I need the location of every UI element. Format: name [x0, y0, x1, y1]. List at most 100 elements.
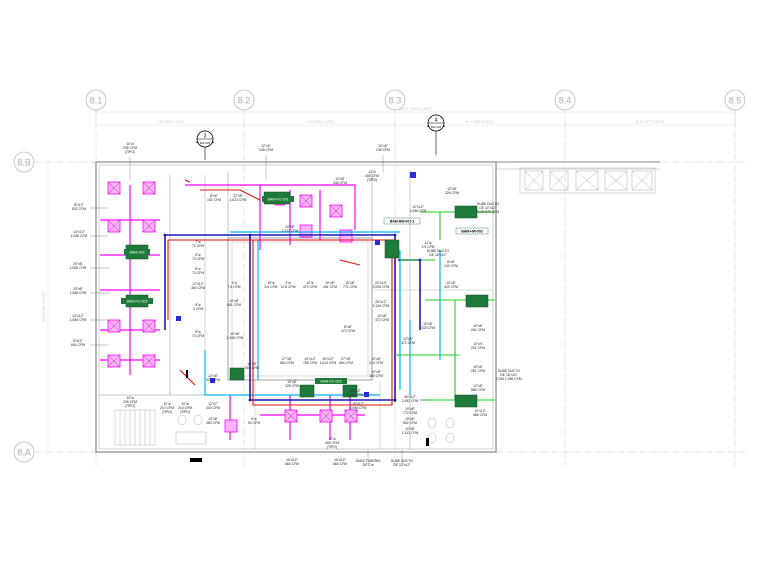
duct-label: 12"x8"586 CFM — [471, 384, 485, 392]
duct-label: 12"x8"245 CFM — [259, 144, 273, 152]
svg-text:8.2: 8.2 — [238, 96, 251, 106]
svg-text:8.A: 8.A — [17, 448, 31, 458]
svg-text:8.5: 8.5 — [729, 96, 742, 106]
svg-text:3: 3 — [204, 134, 207, 140]
diffuser-marks — [107, 181, 358, 423]
duct-label: 12"x12"586 CFM — [473, 409, 487, 417]
svg-text:M4-103: M4-103 — [200, 141, 211, 145]
duct-label: 12"x8"1,372 CFM — [282, 225, 299, 233]
duct-label: 27"x8"664 CFM — [339, 357, 353, 365]
duct-label: 15"x12"664 CFM — [285, 458, 299, 466]
grid-bubble-row-b: 8.B — [13, 151, 35, 173]
equipment-tag-fc-001[interactable]: BAM-FC-001 — [262, 196, 294, 202]
duct-label: 15"x12"664 CFM — [333, 458, 347, 466]
svg-text:8.3: 8.3 — [389, 96, 402, 106]
section-marker-4[interactable]: 4 M4-104 — [427, 114, 445, 132]
grid-bubble-col-3: 8.3 — [384, 89, 406, 111]
svg-text:BAM-FC-002: BAM-FC-002 — [127, 300, 148, 304]
duct-label: 22"x10"2,005 CFM — [373, 281, 390, 289]
duct-label: 12"x8"537 CFM — [206, 374, 220, 382]
equipment-tag-bam-003[interactable]: BAM-003 — [124, 249, 150, 255]
duct-label: 12"x8"336 CFM — [333, 177, 347, 185]
duct-label: 10"x8"333 CFM — [421, 322, 435, 330]
duct-label: 27"x8"664 CFM — [280, 357, 294, 365]
duct-label: 12"x8"472 CFM — [401, 337, 415, 345]
svg-text:BAM-HW-003: BAM-HW-003 — [461, 230, 482, 234]
duct-label: 10"x4"201 CFM — [471, 342, 485, 350]
duct-label: 15"x12"1,613 CFM — [320, 357, 337, 365]
duct-label: 10"x8"385 CFM — [369, 370, 383, 378]
grid-bubble-row-a: 8.A — [13, 441, 35, 463]
duct-label: 10"x8"472 CFM — [375, 314, 389, 322]
duct-label: 10"x12"1,103 CFM — [347, 389, 364, 397]
duct-label: 10"x6"1,306 CFM — [227, 332, 244, 340]
svg-text:8.B: 8.B — [17, 158, 31, 168]
duct-label: 8"x6"152 CFM — [207, 194, 221, 202]
duct-label: 10"x8"1,313 CFM — [402, 427, 419, 435]
overall-dimension: 32.07 [105'-2 5/8"] — [399, 106, 431, 111]
span-dimension-4: 8.43 [27'-8 3/4"] — [636, 119, 664, 124]
duct-label: 10"x8"480 CFM — [206, 417, 220, 425]
equipment-tag-fc-003[interactable]: BAM-FC-003 — [315, 378, 347, 384]
restroom-fixtures — [175, 414, 455, 445]
span-dimension-2: 7.65 [25'-1 1/8"] — [306, 119, 334, 124]
equipment-tag-fc-002[interactable]: BAM-FC-002 — [121, 298, 153, 304]
duct-label: 12"x7"430 CFM — [206, 402, 220, 410]
duct-label: 10"x8"771 CFM — [343, 281, 357, 289]
duct-label: 12"x8"502 CFM — [245, 362, 259, 370]
equipment-tag-hw-001[interactable]: BAM-HW-001-1 — [383, 217, 421, 225]
section-marker-3[interactable]: 3 M4-103 — [196, 130, 214, 148]
dimension-strings — [47, 109, 736, 452]
span-dimension-1: 7.65 [25'-1 1/8"] — [156, 119, 184, 124]
leader-lines — [90, 155, 403, 465]
duct-label: 8"x6"103 CFM — [444, 260, 458, 268]
thermostat-markers — [176, 172, 416, 397]
duct-label: 10"x6"261 CFM — [471, 324, 485, 332]
duct-label: 10"x6"213 CFM — [369, 357, 383, 365]
stair — [114, 409, 156, 446]
svg-text:8.1: 8.1 — [90, 96, 103, 106]
svg-text:BAM-003: BAM-003 — [130, 251, 145, 255]
supply-ductwork — [100, 184, 365, 440]
duct-label: 8"x8"472 CFM — [341, 325, 355, 333]
duct-label: 15"x12"1,066 CFM — [350, 402, 367, 410]
grid-bubble-col-2: 8.2 — [233, 89, 255, 111]
svg-text:4: 4 — [435, 118, 438, 124]
duct-label: 20"x8"1,066 CFM — [70, 287, 87, 295]
duct-label: 10"x8"502 CFM — [403, 417, 417, 425]
duct-label: 22"x8"1,622 CFM — [230, 194, 247, 202]
duct-label: 10"x6"281 CFM — [471, 365, 485, 373]
duct-label: 10"x12"1,066 CFM — [410, 205, 427, 213]
duct-label: 10"x6"261 CFM — [323, 281, 337, 289]
duct-label: 12"x8"326 CFM — [445, 187, 459, 195]
building-walls — [95, 161, 660, 453]
svg-text:M4-104: M4-104 — [431, 125, 442, 129]
duct-label: 14"x12"1,066 CFM — [71, 230, 88, 238]
grid-bubble-col-5: 8.5 — [724, 89, 746, 111]
duct-label: 10"x8"225 CFM — [285, 380, 299, 388]
duct-label: 20"x8"1,066 CFM — [70, 262, 87, 270]
detail-marks — [186, 370, 429, 462]
duct-label: 10"x8"403 CFM — [444, 281, 458, 289]
duct-label: 26"x12"2,452 CFM — [402, 395, 419, 403]
equipment-tag-hw-003[interactable]: BAM-HW-003 — [455, 227, 489, 235]
span-dimension-3: 8.07 [26'-5 3/4"] — [466, 119, 494, 124]
duct-label: 15"x12"786 CFM — [303, 357, 317, 365]
